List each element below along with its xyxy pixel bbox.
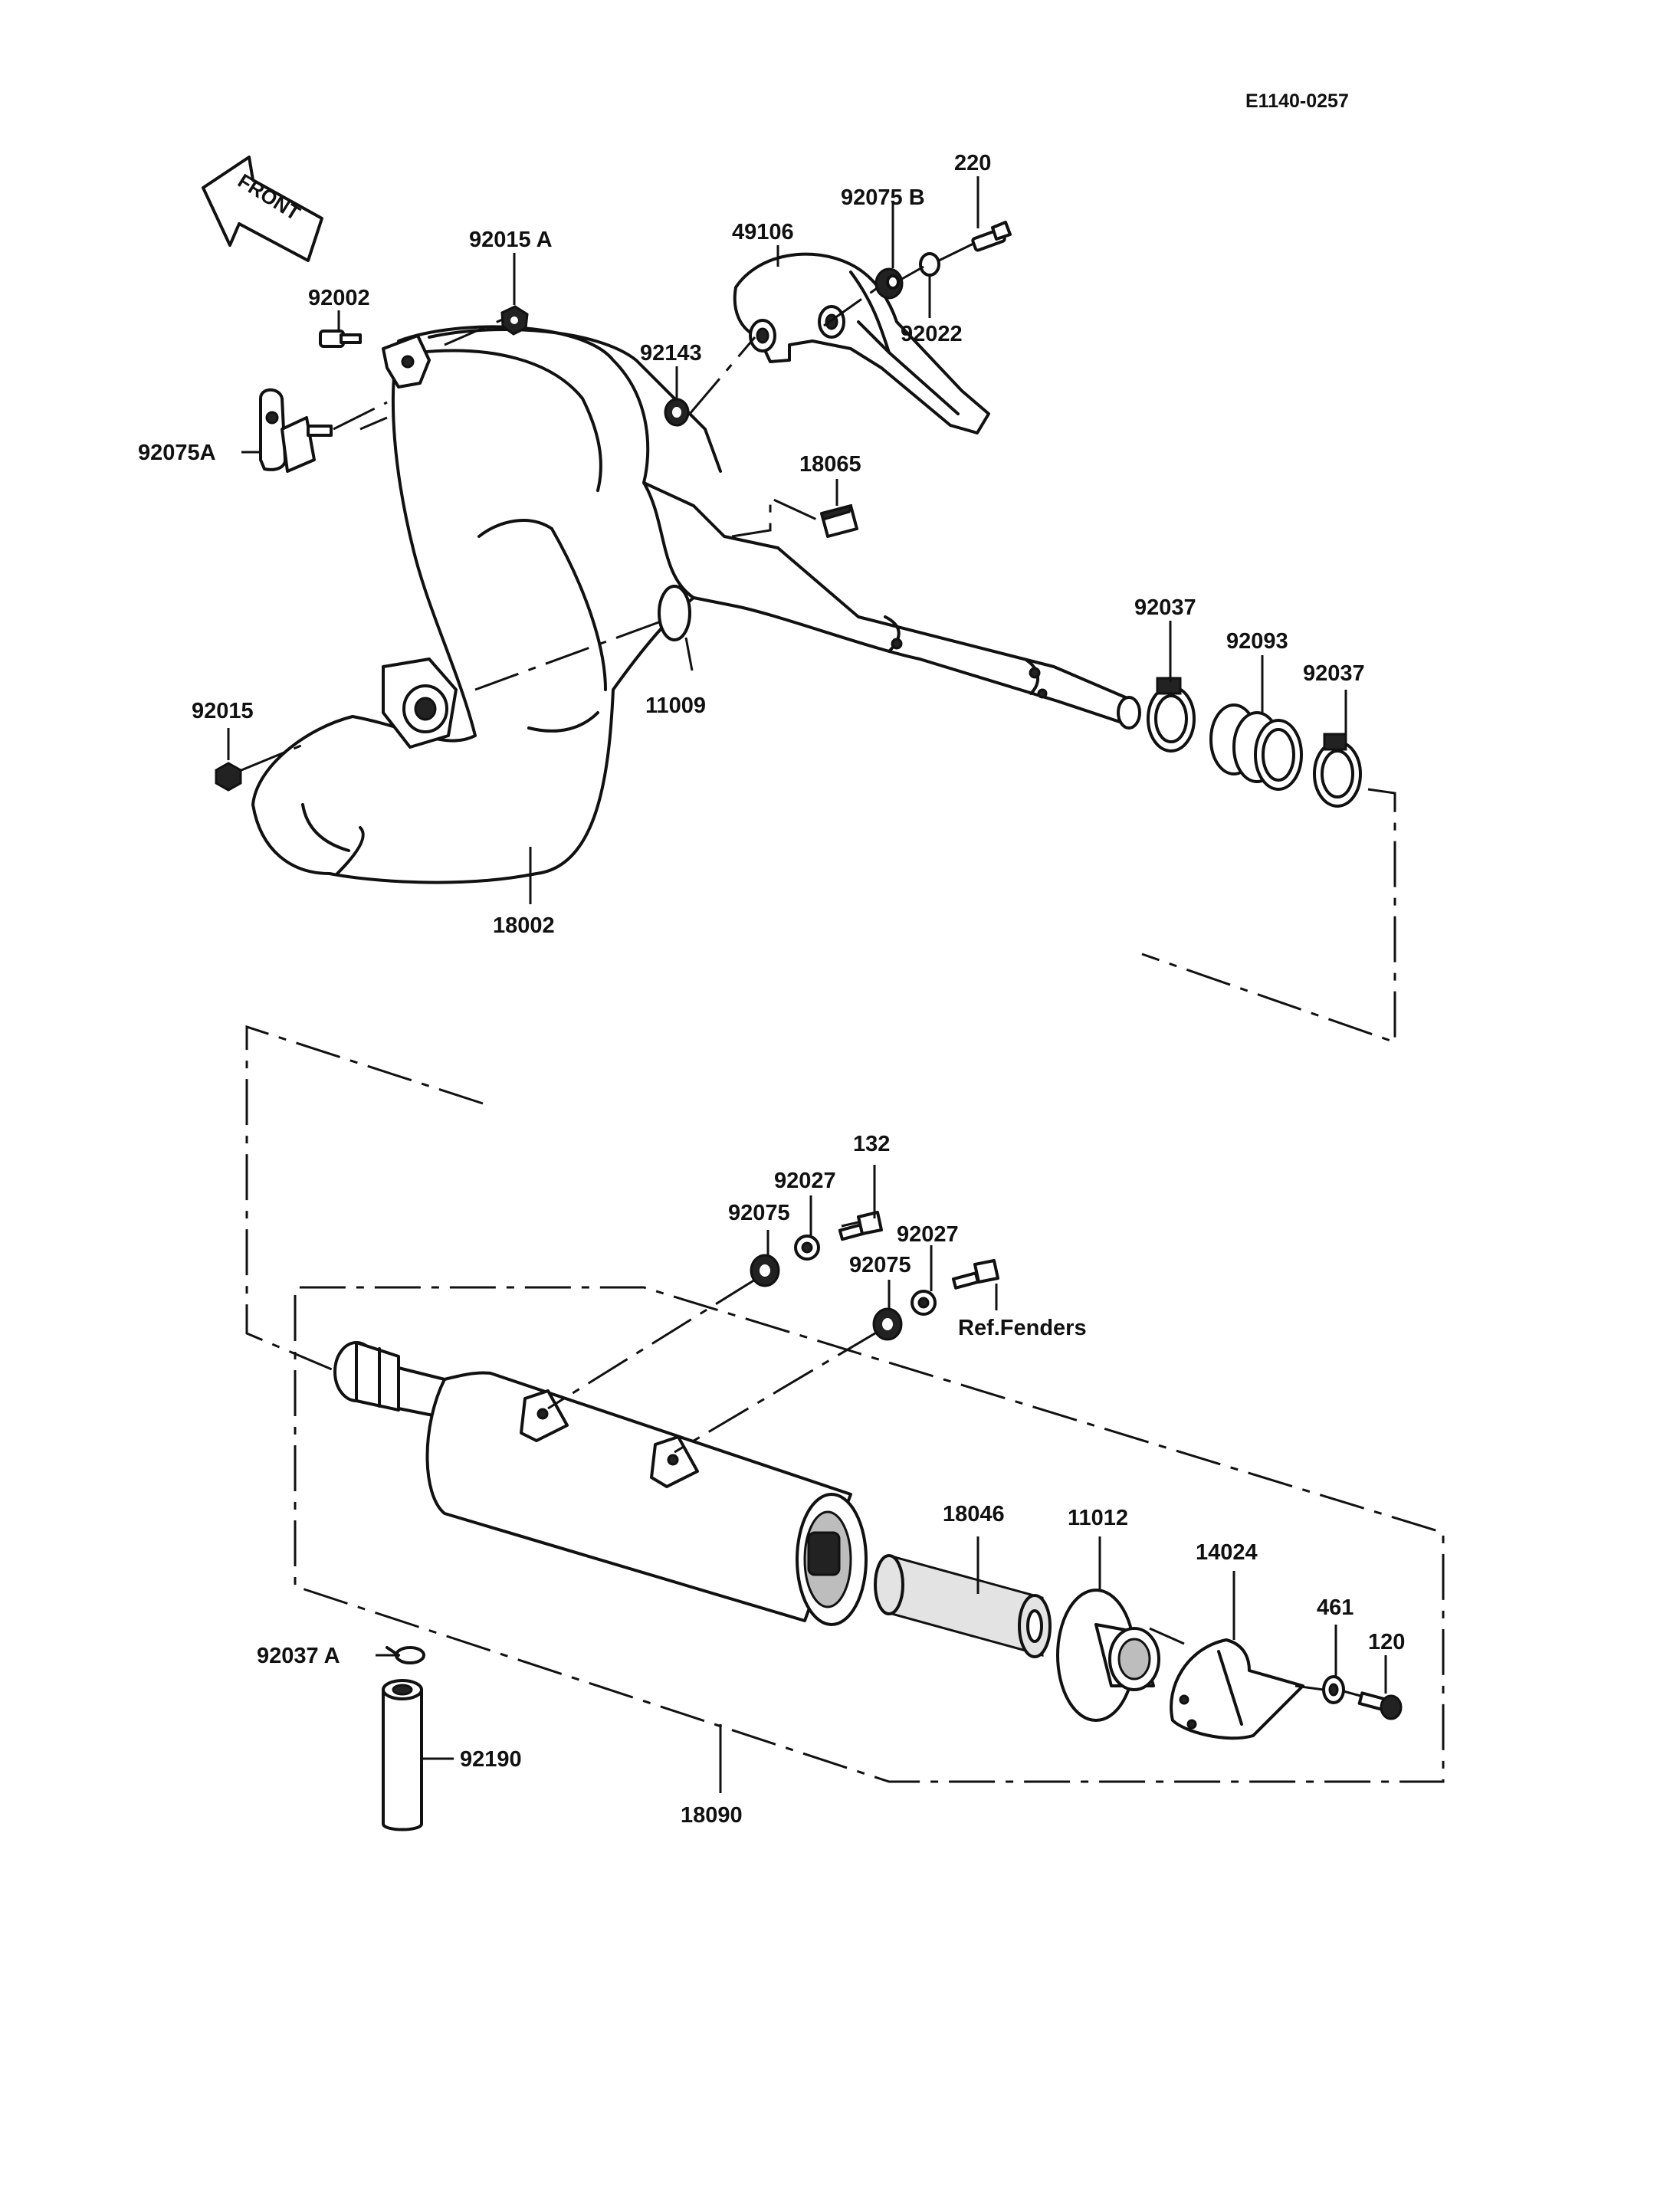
hose-92190-icon: [382, 1679, 423, 1831]
nut-92015-icon: [215, 762, 242, 792]
part-label-92027-upper: 92027: [774, 1169, 836, 1193]
part-label-92143: 92143: [640, 341, 702, 366]
expansion-chamber-icon: [251, 325, 1141, 884]
front-arrow-icon: FRONT: [202, 156, 323, 262]
part-label-18090: 18090: [681, 1803, 743, 1828]
part-label-49106: 49106: [732, 220, 794, 244]
part-label-92027-lower: 92027: [897, 1222, 959, 1247]
ref-fenders-note: Ref.Fenders: [958, 1316, 1087, 1340]
part-label-92002: 92002: [308, 286, 370, 310]
washer-461-icon: [1322, 1675, 1345, 1704]
part-label-92075-lower: 92075: [849, 1253, 911, 1277]
bolt-120-icon: [1357, 1691, 1403, 1720]
part-label-92075a: 92075A: [138, 441, 216, 465]
bolt-92002-icon: [319, 330, 362, 348]
part-label-11009: 11009: [645, 694, 706, 718]
rubber-92075-upper-icon: [750, 1254, 780, 1287]
part-label-120: 120: [1368, 1630, 1405, 1654]
damper-18065-icon: [820, 503, 858, 538]
o-ring-11009-icon: [658, 585, 691, 641]
part-label-14024: 14024: [1196, 1540, 1258, 1565]
part-label-18002: 18002: [493, 913, 555, 938]
packing-18046-icon: [874, 1554, 1052, 1658]
nut-92015a-icon: [500, 305, 529, 336]
bolt-220-icon: [971, 221, 1012, 252]
cap-11012-icon: [1056, 1589, 1160, 1722]
collar-92027-lower-icon: [911, 1290, 937, 1316]
part-label-92015a: 92015 A: [469, 228, 553, 252]
clamp-92037-left-icon: [1147, 677, 1196, 753]
diagram-code: E1140-0257: [1245, 90, 1349, 112]
fender-bolt-icon: [951, 1259, 999, 1290]
grommet-92075b-icon: [874, 267, 904, 300]
part-label-18046: 18046: [943, 1502, 1005, 1526]
bracket-92075a-icon: [259, 388, 333, 473]
heat-guard-icon: [733, 252, 990, 434]
spark-arrestor-14024-icon: [1170, 1638, 1304, 1740]
silencer-18090-icon: [333, 1341, 868, 1626]
part-label-92037-left: 92037: [1134, 595, 1196, 620]
rubber-92143-icon: [664, 398, 690, 427]
part-label-92075b: 92075 B: [841, 185, 925, 210]
part-label-132: 132: [853, 1132, 890, 1156]
part-label-92190: 92190: [460, 1747, 522, 1772]
part-label-92037a: 92037 A: [257, 1644, 340, 1668]
part-label-92037-right: 92037: [1303, 661, 1365, 686]
part-label-92075-upper: 92075: [728, 1201, 790, 1225]
part-label-11012: 11012: [1068, 1506, 1128, 1530]
washer-92022-icon: [919, 252, 940, 277]
part-label-92022: 92022: [901, 322, 963, 346]
part-label-220: 220: [954, 151, 991, 175]
part-label-92093: 92093: [1226, 629, 1288, 654]
part-label-18065: 18065: [799, 452, 861, 477]
part-label-461: 461: [1317, 1595, 1354, 1620]
rubber-92075-lower-icon: [872, 1307, 903, 1341]
clamp-92037-right-icon: [1313, 733, 1362, 808]
joint-92093-icon: [1209, 703, 1303, 791]
part-label-92015: 92015: [192, 699, 254, 723]
collar-92027-upper-icon: [794, 1235, 820, 1261]
